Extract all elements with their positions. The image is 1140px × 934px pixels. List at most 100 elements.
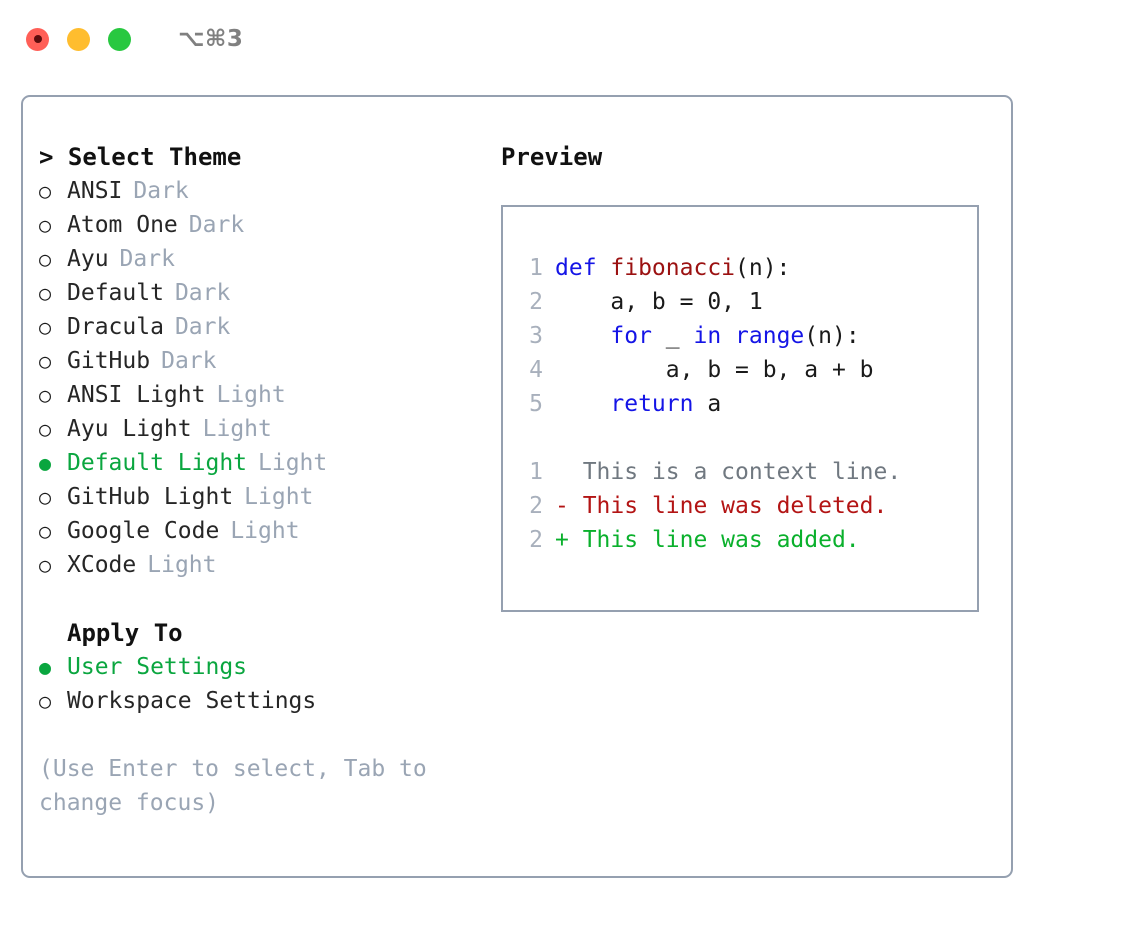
preview-diff-line: 1 This is a context line. <box>517 455 971 489</box>
code-token: (n): <box>804 323 860 349</box>
close-indicator-dot <box>33 35 42 43</box>
theme-option[interactable]: ○ GitHub Light Light <box>39 480 489 514</box>
theme-option-name: GitHub <box>67 348 151 374</box>
code-token: range <box>735 323 805 349</box>
theme-option-category: Dark <box>188 212 245 238</box>
radio-unselected-icon: ○ <box>39 383 52 407</box>
diff-sign <box>555 455 569 489</box>
code-token: return <box>610 391 694 417</box>
minimize-button[interactable] <box>67 27 90 51</box>
code-text: a, b = b, a + b <box>555 353 874 387</box>
diff-text: This line was deleted. <box>568 493 888 519</box>
code-token <box>555 323 610 349</box>
line-number: 1 <box>529 255 543 281</box>
line-number: 2 <box>529 289 543 315</box>
line-number: 2 <box>529 493 543 519</box>
apply-to-option[interactable]: ● User Settings <box>39 650 489 684</box>
code-token: a, b = b, a + b <box>555 357 874 383</box>
code-token <box>555 391 610 417</box>
theme-option-category: Light <box>244 484 314 510</box>
radio-unselected-icon: ○ <box>39 349 52 373</box>
line-number: 4 <box>529 357 543 383</box>
theme-option-name: Ayu Light <box>67 416 192 442</box>
apply-to-option-name: Workspace Settings <box>67 688 317 714</box>
radio-unselected-icon: ○ <box>39 417 52 441</box>
diff-sign: + <box>555 527 569 553</box>
preview-code-line: 3 for _ in range(n): <box>517 319 971 353</box>
radio-unselected-icon: ○ <box>39 689 52 713</box>
theme-option-name: Ayu <box>67 246 109 272</box>
diff-sign: - <box>555 493 569 519</box>
radio-selected-icon: ● <box>39 451 52 475</box>
line-number: 5 <box>529 391 543 417</box>
close-button[interactable] <box>26 27 49 51</box>
theme-option-category: Light <box>202 416 272 442</box>
apply-to-option-list[interactable]: ● User Settings ○ Workspace Settings <box>39 650 489 718</box>
line-number: 1 <box>529 459 543 485</box>
code-token: in <box>693 323 722 349</box>
code-token: _ <box>651 323 694 349</box>
theme-option[interactable]: ○ Google Code Light <box>39 514 489 548</box>
radio-unselected-icon: ○ <box>39 519 52 543</box>
preview-blank-line <box>517 421 971 455</box>
theme-option-category: Dark <box>174 314 231 340</box>
apply-to-option-name: User Settings <box>67 654 248 680</box>
theme-option-name: ANSI Light <box>67 382 206 408</box>
preview-diff-line: 2 + This line was added. <box>517 523 971 557</box>
theme-option[interactable]: ○ Dracula Dark <box>39 310 489 344</box>
code-token: a, b = 0, 1 <box>555 289 763 315</box>
radio-unselected-icon: ○ <box>39 247 52 271</box>
radio-unselected-icon: ○ <box>39 485 52 509</box>
code-text: a, b = 0, 1 <box>555 285 763 319</box>
diff-text: This is a context line. <box>568 459 902 485</box>
radio-selected-icon: ● <box>39 655 52 679</box>
section-spacer <box>39 582 489 616</box>
window-controls <box>26 27 131 51</box>
line-number: 3 <box>529 323 543 349</box>
theme-option-category: Dark <box>133 178 189 204</box>
theme-option-name: Default <box>67 280 164 306</box>
keyboard-shortcut-label: ⌥⌘3 <box>178 26 244 52</box>
preview-heading: Preview <box>501 143 603 171</box>
preview-code-line: 4 a, b = b, a + b <box>517 353 971 387</box>
code-text: def fibonacci(n): <box>555 251 790 285</box>
preview-code-line: 5 return a <box>517 387 971 421</box>
theme-option-category: Light <box>147 552 217 578</box>
radio-unselected-icon: ○ <box>39 315 52 339</box>
keyboard-hint-text: (Use Enter to select, Tab to change focu… <box>39 756 441 816</box>
theme-option-name: Dracula <box>67 314 164 340</box>
apply-to-option[interactable]: ○ Workspace Settings <box>39 684 489 718</box>
code-token: fibonacci <box>610 255 736 281</box>
preview-code-line: 1 def fibonacci(n): <box>517 251 971 285</box>
maximize-button[interactable] <box>108 27 131 51</box>
theme-option-name: ANSI <box>67 178 123 204</box>
line-number: 2 <box>529 527 543 553</box>
diff-text: This line was added. <box>568 527 860 553</box>
theme-option[interactable]: ○ Ayu Light Light <box>39 412 489 446</box>
radio-unselected-icon: ○ <box>39 281 52 305</box>
code-token: a <box>693 391 722 417</box>
theme-option-name: GitHub Light <box>67 484 234 510</box>
theme-option-name: Atom One <box>67 212 178 238</box>
code-text: return a <box>555 387 721 421</box>
preview-code-line: 2 a, b = 0, 1 <box>517 285 971 319</box>
theme-option-category: Light <box>230 518 300 544</box>
hint-spacer <box>39 718 489 752</box>
code-token <box>721 323 735 349</box>
code-text: for _ in range(n): <box>555 319 860 353</box>
theme-option-name: Google Code <box>67 518 220 544</box>
preview-diff-line: 2- This line was deleted. <box>517 489 971 523</box>
